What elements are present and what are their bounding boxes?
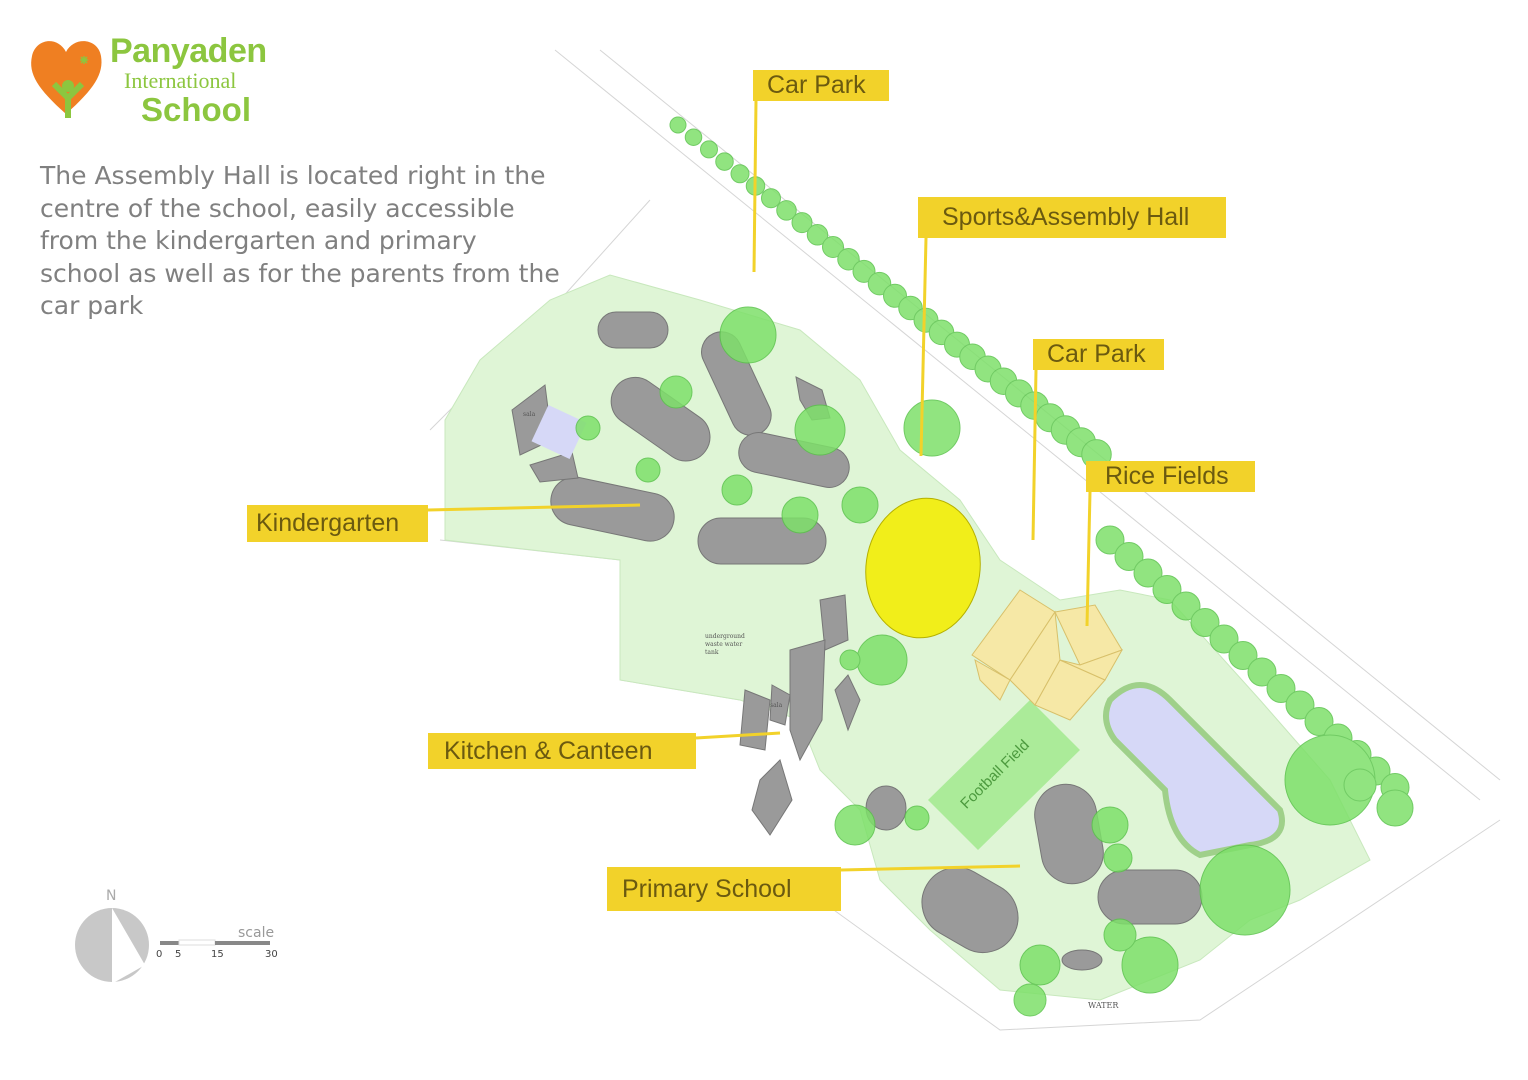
tree <box>1304 707 1334 736</box>
tree <box>791 212 813 234</box>
tree <box>1266 674 1296 703</box>
label-kindergarten: Kindergarten <box>247 505 428 542</box>
label-primary-school: Primary School <box>607 867 841 911</box>
logo-text-school: School <box>141 91 252 128</box>
tank-label: underground waste water tank <box>705 633 745 656</box>
label-car-park-east: Car Park <box>1033 339 1164 370</box>
scale-tick: 0 <box>156 949 163 960</box>
tree <box>1247 657 1277 687</box>
tree <box>730 164 750 184</box>
tree <box>1095 525 1125 555</box>
tree <box>575 415 601 441</box>
tree <box>1019 944 1061 986</box>
tree <box>721 474 753 506</box>
tree <box>1209 624 1239 654</box>
trees <box>575 116 1414 1017</box>
leader-lines <box>427 99 1092 872</box>
tree <box>1343 768 1377 802</box>
logo-text-international: International <box>124 68 237 93</box>
tree <box>903 399 961 457</box>
tree <box>1121 936 1179 994</box>
tree <box>1152 575 1182 604</box>
tree <box>841 486 879 524</box>
tree <box>1114 542 1144 571</box>
scale-bar <box>160 939 270 946</box>
label-rice-fields: Rice Fields <box>1086 461 1255 492</box>
tree <box>904 805 930 831</box>
logo-text-panyaden: Panyaden <box>110 32 267 70</box>
description-text: The Assembly Hall is located right in th… <box>40 161 560 320</box>
north-arrow <box>75 908 149 982</box>
tree <box>719 306 777 364</box>
sports-assembly-hall <box>865 497 981 639</box>
tree <box>700 140 718 159</box>
north-label: N <box>106 888 117 904</box>
tree <box>1091 806 1129 844</box>
scale-tick: 5 <box>175 949 182 960</box>
tree <box>1190 608 1220 637</box>
tree <box>1199 844 1291 936</box>
tree <box>856 634 908 686</box>
heart-logo-icon <box>31 41 102 118</box>
tree <box>1103 843 1133 873</box>
tree <box>794 404 846 456</box>
tree <box>1171 591 1201 621</box>
tree <box>806 224 829 246</box>
scale-label: scale <box>238 925 275 941</box>
sala-label: sala <box>523 411 536 418</box>
water-label: WATER <box>1088 1001 1119 1010</box>
tree <box>822 236 844 258</box>
tree <box>834 804 876 846</box>
tree <box>837 247 860 271</box>
tree <box>852 259 876 283</box>
rice-fields <box>971 589 1124 721</box>
tree <box>1013 983 1047 1017</box>
tree <box>839 649 861 671</box>
label-car-park-north: Car Park <box>753 70 889 101</box>
label-sports-assembly-hall: Sports&Assembly Hall <box>918 197 1226 238</box>
tree <box>684 128 703 146</box>
scale-tick: 30 <box>265 949 278 960</box>
tree <box>669 116 687 134</box>
tree <box>1376 789 1414 827</box>
football-field <box>928 700 1080 850</box>
tree <box>781 496 819 534</box>
tree <box>1228 641 1258 670</box>
scale-tick: 15 <box>211 949 224 960</box>
tree <box>635 457 661 483</box>
school-logo: Panyaden International School <box>28 34 298 126</box>
sala-label: sala <box>770 702 783 709</box>
sala-pool <box>531 404 587 460</box>
tree <box>659 375 693 409</box>
tree <box>1285 690 1315 720</box>
buildings <box>511 311 1203 971</box>
tree <box>1133 558 1163 588</box>
tree <box>715 152 734 171</box>
tree <box>776 200 797 221</box>
tree <box>1103 918 1137 952</box>
tree <box>761 188 781 209</box>
label-kitchen-canteen: Kitchen & Canteen <box>428 733 696 769</box>
